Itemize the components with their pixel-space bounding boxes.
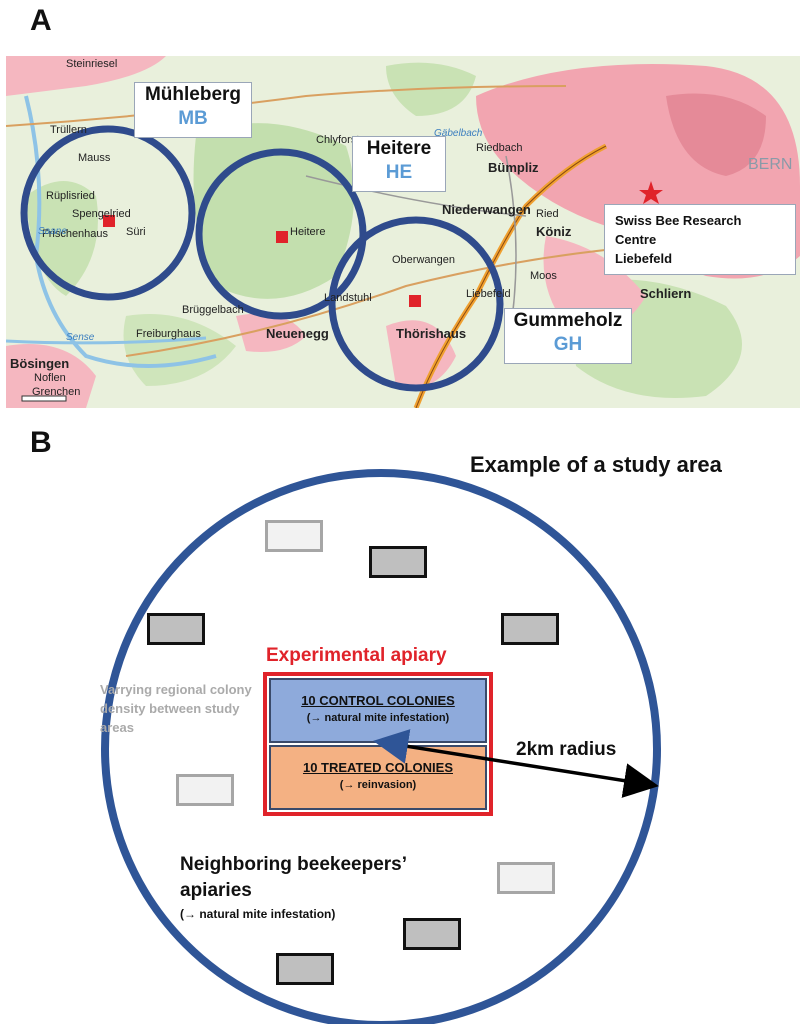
town-label: Schliern <box>640 286 692 301</box>
control-colonies-block: 10 CONTROL COLONIES (→ natural mite infe… <box>269 678 487 743</box>
river-label: Gäbelbach <box>434 128 483 139</box>
town-label: Neuenegg <box>266 326 329 341</box>
panel-label-b: B <box>30 426 52 459</box>
experimental-apiary-title: Experimental apiary <box>266 645 447 666</box>
town-label: Frischenhaus <box>42 228 109 240</box>
treated-colonies-block: 10 TREATED COLONIES (→ reinvasion) <box>269 745 487 810</box>
town-label: Spengelried <box>72 208 131 220</box>
town-label: Landstuhl <box>324 292 372 304</box>
neighbor-apiary-dark <box>147 613 205 645</box>
map-panel: Steinriesel Riedbach Bümpliz Mauss Speng… <box>6 56 800 408</box>
town-label: Liebefeld <box>466 288 511 300</box>
town-label: Mauss <box>78 152 111 164</box>
town-label: Trüllern <box>50 124 87 136</box>
site-code: HE <box>385 162 413 183</box>
town-label: Oberwangen <box>392 254 455 266</box>
neighbor-apiary-dark <box>369 546 427 578</box>
town-label: Niederwangen <box>442 202 531 217</box>
research-centre-label: Swiss Bee Research Centre Liebefeld <box>604 204 796 275</box>
town-label: Grenchen <box>32 386 81 398</box>
site-code: GH <box>553 334 583 355</box>
river-label: Saane <box>38 226 67 237</box>
neighbor-apiaries-sub: (→ natural mite infestation) <box>180 907 336 921</box>
river-label: Sense <box>66 332 95 343</box>
site-label-heitere: Heitere HE <box>352 136 446 192</box>
town-label: Bösingen <box>10 356 70 371</box>
site-label-muhleberg: Mühleberg MB <box>134 82 252 138</box>
control-colonies-sub: (→ natural mite infestation) <box>306 712 450 724</box>
town-label: Köniz <box>536 224 572 239</box>
site-label-gummeholz: Gummeholz GH <box>504 308 632 364</box>
neighbor-apiary-light <box>497 862 555 894</box>
site-name: Mühleberg <box>144 84 242 105</box>
panel-label-a: A <box>30 4 52 37</box>
site-marker-he <box>276 231 288 243</box>
site-name: Gummeholz <box>513 310 623 331</box>
treated-colonies-sub: (→ reinvasion) <box>339 779 417 791</box>
research-centre-star-icon <box>639 181 663 204</box>
town-label: Bümpliz <box>488 160 539 175</box>
scale-bar <box>21 395 67 402</box>
town-label: Moos <box>530 270 557 282</box>
neighbor-apiary-dark <box>276 953 334 985</box>
neighbor-apiary-dark <box>501 613 559 645</box>
site-name: Heitere <box>366 138 432 159</box>
town-label: Ried <box>536 208 559 220</box>
town-label: Noflen <box>34 372 66 384</box>
town-label: Brüggelbach <box>182 304 244 316</box>
town-label: Heitere <box>290 226 326 238</box>
site-marker-mb <box>103 215 115 227</box>
research-centre-line2: Liebefeld <box>615 251 673 266</box>
town-label: Rüplisried <box>46 190 95 202</box>
town-label: Steinriesel <box>66 58 118 70</box>
neighbor-apiary-dark <box>403 918 461 950</box>
site-code: MB <box>178 108 208 129</box>
research-centre-line1: Swiss Bee Research Centre <box>615 213 742 247</box>
treated-colonies-label: 10 TREATED COLONIES <box>302 760 453 775</box>
town-label: Riedbach <box>476 142 523 154</box>
town-label: BERN <box>748 156 793 173</box>
town-label: Süri <box>126 226 146 238</box>
neighbor-apiaries-title: Neighboring beekeepers’ apiaries <box>180 854 406 901</box>
town-label: Chlyforst <box>316 134 360 146</box>
density-note: Varrying regional colony density between… <box>100 682 252 735</box>
study-area-title: Example of a study area <box>470 452 722 477</box>
control-colonies-label: 10 CONTROL COLONIES <box>301 693 455 708</box>
town-label: Thörishaus <box>396 326 467 341</box>
site-marker-gh <box>409 295 421 307</box>
radius-label: 2km radius <box>516 739 617 760</box>
neighbor-apiary-light <box>176 774 234 806</box>
neighbor-apiary-light <box>265 520 323 552</box>
town-label: Freiburghaus <box>136 328 201 340</box>
